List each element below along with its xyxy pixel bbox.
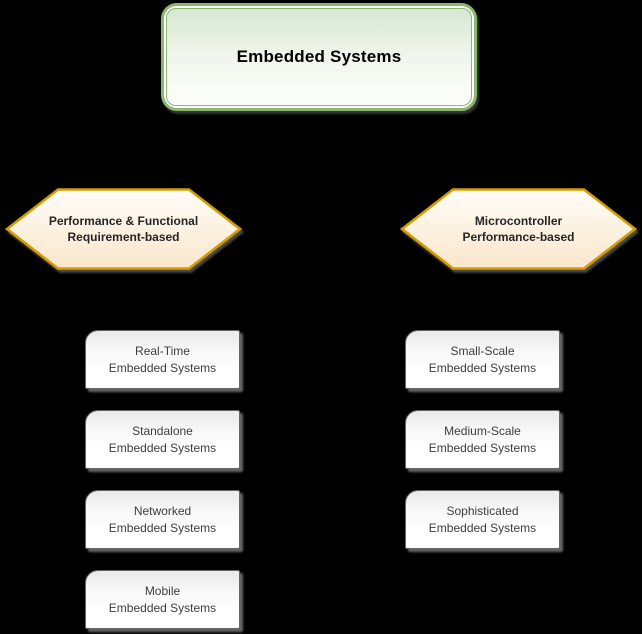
- leaf-node-mobile: Mobile Embedded Systems: [85, 570, 240, 629]
- leaf-node-label: Medium-Scale Embedded Systems: [428, 423, 537, 455]
- leaf-node-label: Real-Time Embedded Systems: [108, 343, 217, 375]
- root-node-label: Embedded Systems: [236, 47, 402, 66]
- leaf-node-label: Standalone Embedded Systems: [108, 423, 217, 455]
- leaf-node-label: Networked Embedded Systems: [108, 503, 217, 535]
- leaf-node-real-time: Real-Time Embedded Systems: [85, 330, 240, 389]
- leaf-node-small-scale: Small-Scale Embedded Systems: [405, 330, 560, 389]
- category-node-microcontroller-performance: Microcontroller Performance-based: [400, 188, 637, 270]
- leaf-node-label: Sophisticated Embedded Systems: [428, 503, 537, 535]
- leaf-node-medium-scale: Medium-Scale Embedded Systems: [405, 410, 560, 469]
- leaf-node-label: Small-Scale Embedded Systems: [428, 343, 537, 375]
- leaf-node-networked: Networked Embedded Systems: [85, 490, 240, 549]
- hexagon-shape: [5, 188, 242, 270]
- leaf-node-label: Mobile Embedded Systems: [108, 583, 217, 615]
- leaf-node-sophisticated: Sophisticated Embedded Systems: [405, 490, 560, 549]
- root-node-embedded-systems: Embedded Systems: [161, 3, 477, 111]
- leaf-node-standalone: Standalone Embedded Systems: [85, 410, 240, 469]
- category-node-performance-functional: Performance & Functional Requirement-bas…: [5, 188, 242, 270]
- root-node-inner-border: Embedded Systems: [166, 8, 472, 106]
- hexagon-shape: [400, 188, 637, 270]
